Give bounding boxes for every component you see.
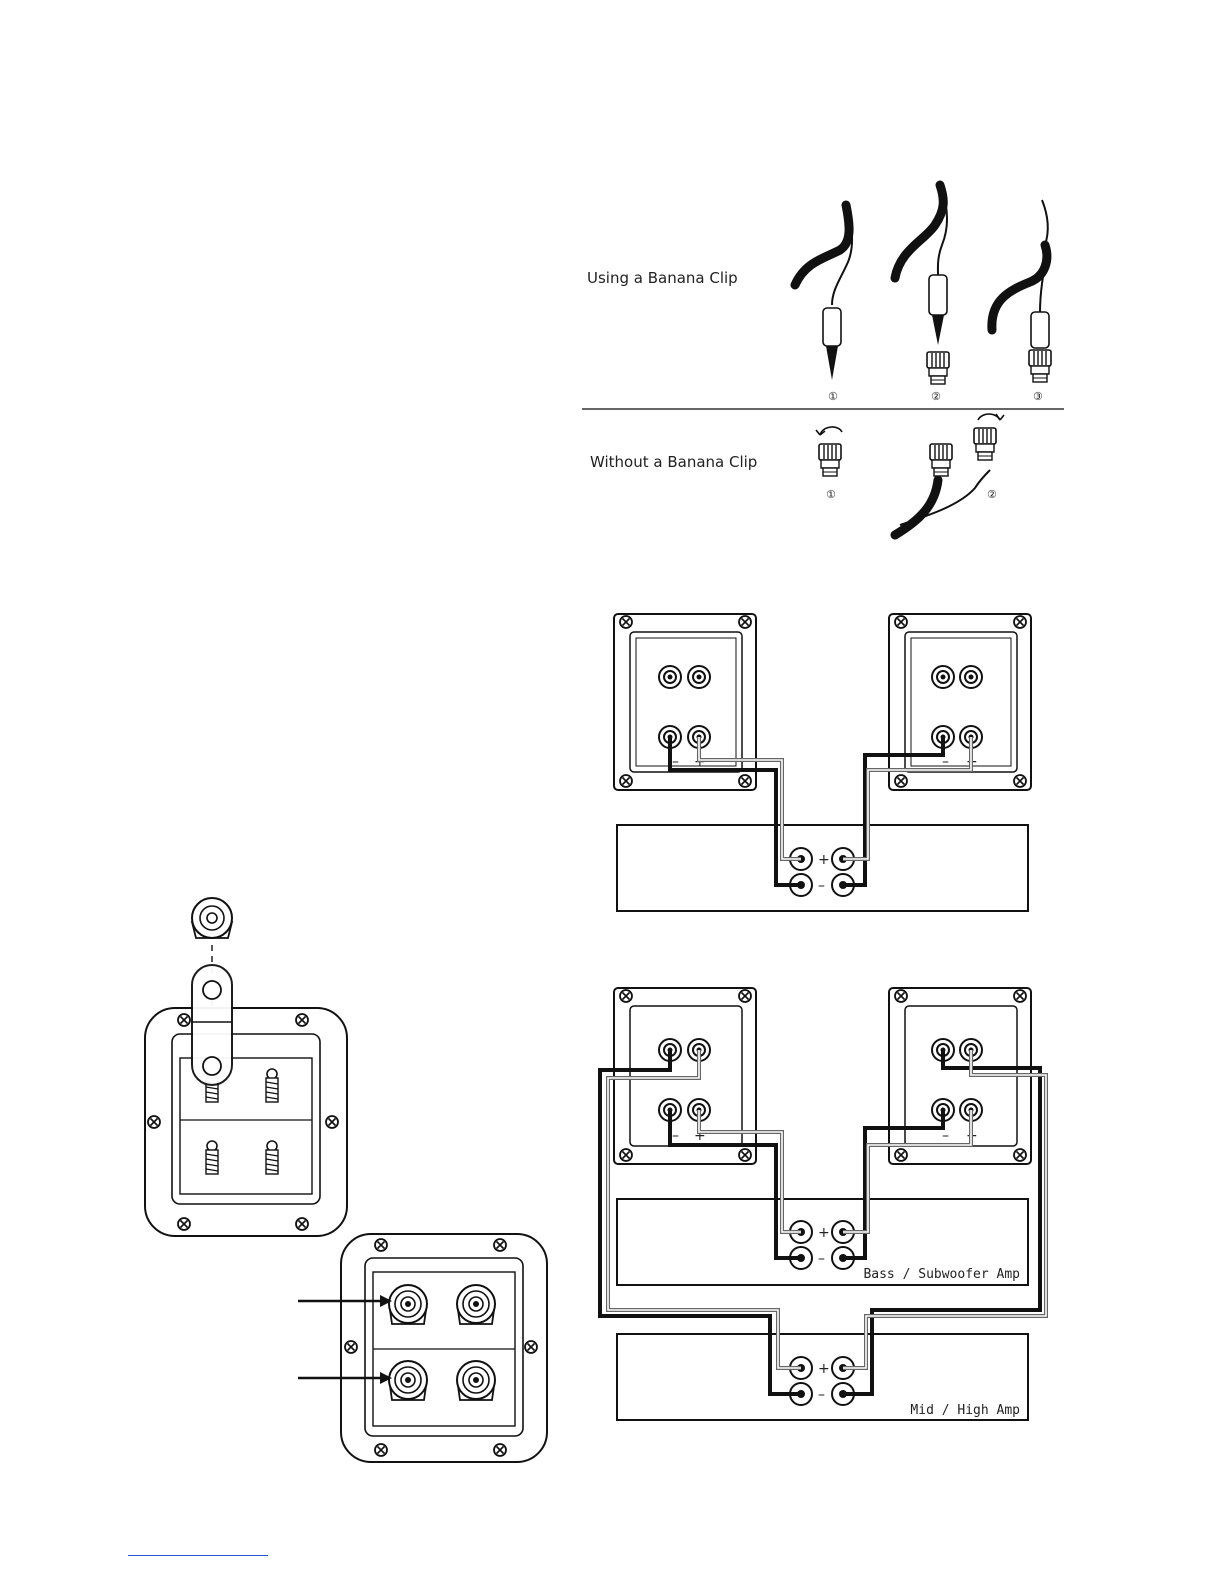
left-plate-minus-sign: – (672, 754, 679, 770)
no-clip-step-2-illustration (895, 414, 1004, 535)
biamp-right-minus-sign: – (942, 1128, 949, 1144)
no-clip-step-2-number: ② (987, 488, 997, 501)
jumper-strap (192, 965, 232, 1085)
without-banana-clip-label: Without a Banana Clip (590, 453, 757, 471)
no-clip-step-1-number: ① (826, 488, 836, 501)
footer-rule (128, 1555, 268, 1556)
step-1-number: ① (828, 390, 838, 403)
banana-step-1-illustration (795, 205, 852, 380)
banana-step-2-illustration (895, 185, 949, 384)
jumper-removal-diagram (145, 898, 347, 1236)
wiring-diagram-single-amp: – + – + + – (614, 614, 1031, 911)
bass-amp-minus-sign: – (818, 1251, 825, 1267)
left-speaker-terminal-plate (614, 614, 756, 790)
amp-plus-sign: + (818, 852, 830, 868)
banana-clip-section: Using a Banana Clip Without a Banana Cli… (582, 185, 1064, 535)
right-speaker-terminal-plate (889, 614, 1031, 790)
wiring-diagram-biamp: – + – + + – Bass / Subwoofer Amp + – Mid… (600, 988, 1046, 1420)
using-banana-clip-label: Using a Banana Clip (587, 269, 738, 287)
bass-amp-plus-sign: + (818, 1225, 830, 1241)
midhigh-amp-label: Mid / High Amp (910, 1403, 1020, 1418)
midhigh-amp-plus-sign: + (818, 1361, 830, 1377)
amp-minus-sign: – (818, 878, 825, 894)
step-3-number: ③ (1033, 390, 1043, 403)
biamp-left-minus-sign: – (672, 1128, 679, 1144)
step-2-number: ② (931, 390, 941, 403)
biamp-terminal-front-view (298, 1234, 547, 1462)
banana-step-3-illustration (992, 200, 1051, 382)
no-clip-step-1-illustration (816, 427, 842, 476)
binding-post-knob (192, 898, 232, 938)
midhigh-amp-minus-sign: – (818, 1387, 825, 1403)
amplifier-box (617, 825, 1028, 911)
bass-amp-label: Bass / Subwoofer Amp (863, 1267, 1020, 1282)
